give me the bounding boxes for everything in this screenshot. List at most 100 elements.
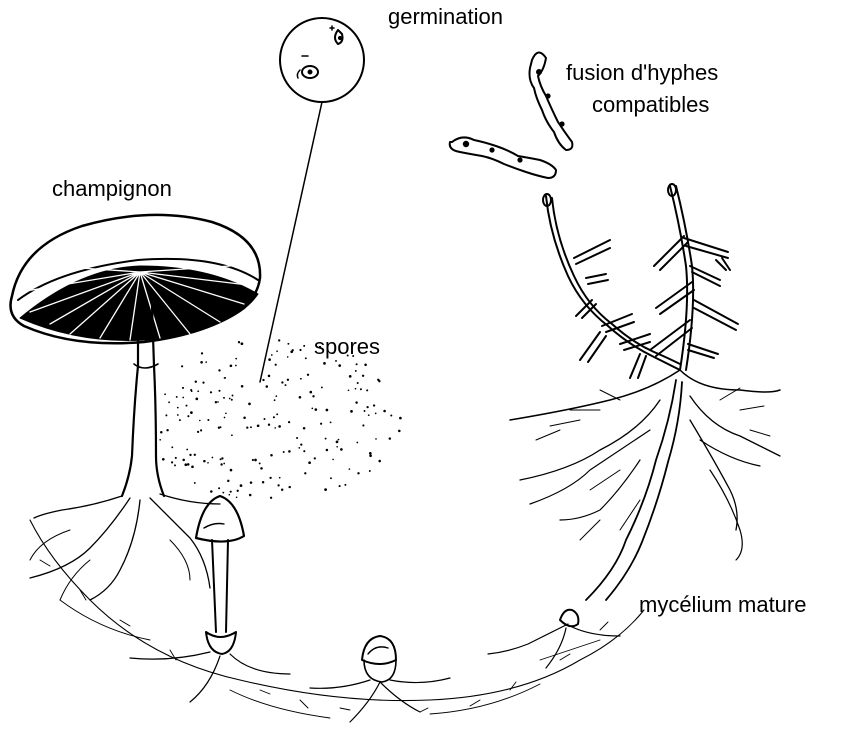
spore-dot [252, 459, 254, 461]
spore-dot [221, 457, 223, 459]
spore-dot [186, 405, 188, 407]
spore-dot [224, 417, 226, 419]
spore-dot [231, 434, 233, 436]
spore-dot [338, 364, 341, 367]
spore-dot [390, 414, 392, 416]
spore-dot [344, 484, 346, 486]
spore-dot [357, 382, 359, 384]
spore-dot [287, 343, 289, 345]
spore-dot [308, 461, 311, 464]
spore-dot [201, 352, 203, 354]
spore-dot [362, 375, 364, 377]
spore-dot [366, 406, 368, 408]
spore-dot [276, 413, 278, 415]
germination-inset [260, 18, 364, 382]
spore-dot [200, 361, 203, 364]
spore-dot [191, 465, 194, 468]
spore-dot [357, 472, 359, 474]
spore-dot [199, 420, 201, 422]
spore-dot [238, 341, 240, 343]
spore-dot [305, 357, 307, 359]
spore-dot [250, 481, 253, 484]
spore-dot [336, 441, 339, 444]
spore-dot [262, 481, 264, 483]
spore-dot [315, 408, 318, 411]
spore-dot [275, 395, 277, 397]
spore-dot [210, 490, 213, 493]
spore-dot [375, 438, 377, 440]
spore-dot [364, 364, 367, 367]
spore-dot [274, 427, 276, 429]
spore-dot [304, 472, 306, 474]
spore-dot [190, 389, 192, 391]
spore-dot [309, 391, 312, 394]
spore-dot [223, 463, 225, 465]
spore-dot [260, 467, 263, 470]
spore-dot [232, 395, 234, 397]
spore-dot [311, 408, 313, 410]
spore-dot [300, 378, 302, 380]
spore-dot [220, 458, 222, 460]
hyphae-fusion-label-line2: compatibles [566, 92, 766, 118]
spore-dot [248, 403, 251, 406]
young-mushroom [130, 496, 290, 702]
spore-dot [268, 358, 271, 361]
germination-label: germination [388, 4, 503, 30]
spore-dot [285, 384, 287, 386]
spore-dot [171, 446, 173, 448]
spore-dot [264, 418, 266, 420]
spore-dot [223, 397, 225, 399]
spore-dot [300, 443, 302, 445]
spore-dot [194, 454, 196, 456]
spore-dot [165, 414, 167, 416]
spore-dot [182, 397, 184, 399]
spore-dot [231, 399, 233, 401]
spore-dot [243, 416, 246, 419]
substrate [30, 520, 644, 718]
spore-dot [274, 399, 276, 401]
spore-dot [230, 469, 233, 472]
spore-dot [275, 364, 277, 366]
spore-dot [207, 419, 209, 421]
spore-dot [218, 369, 220, 371]
spore-dot [160, 431, 163, 434]
spore-dot [236, 496, 238, 498]
spore-dot [235, 358, 237, 360]
spore-dot [229, 494, 231, 496]
spore-dot [271, 354, 273, 356]
spore-dot [292, 349, 294, 351]
spore-dot [355, 388, 357, 390]
spore-dot [177, 407, 179, 409]
spore-dot [383, 410, 386, 413]
spore-dot [212, 457, 214, 459]
spore-cloud [159, 339, 401, 499]
spore-dot [197, 390, 199, 392]
spore-dot [320, 423, 322, 425]
spore-dot [283, 451, 285, 453]
spore-dot [326, 409, 329, 412]
spore-dot [364, 410, 366, 412]
spore-dot [254, 459, 257, 462]
spore-dot [182, 387, 184, 389]
spore-dot [299, 396, 302, 399]
spore-dot [355, 370, 357, 372]
spore-dot [179, 419, 181, 421]
hyphae-fusion-label-line1: fusion d'hyphes [566, 60, 766, 86]
spore-dot [205, 361, 207, 363]
spore-dot [330, 477, 332, 479]
spore-dot [194, 482, 196, 484]
mushroom-label: champignon [52, 176, 172, 202]
spore-dot [187, 415, 189, 417]
spore-dot [336, 446, 338, 448]
spore-dot [270, 497, 272, 499]
spore-dot [218, 427, 220, 429]
hyphal-knot [488, 610, 620, 668]
spore-dot [368, 414, 370, 416]
spore-dot [187, 463, 190, 466]
spore-dot [278, 339, 280, 341]
spore-dot [279, 477, 281, 479]
spore-dot [210, 391, 212, 393]
spore-dot [241, 385, 244, 388]
spore-dot [373, 404, 375, 406]
spore-dot [303, 427, 306, 430]
